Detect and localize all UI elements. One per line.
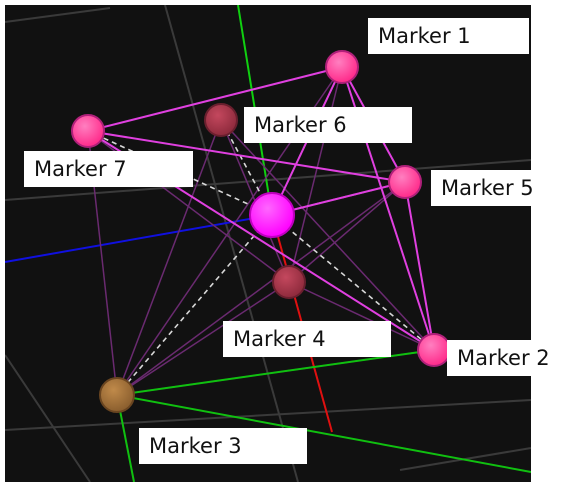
link-line [288, 66, 343, 283]
marker-4-label: Marker 4 [223, 321, 391, 357]
marker-6-sphere[interactable] [204, 103, 238, 137]
link-line [116, 181, 406, 396]
ground-link [116, 349, 435, 396]
grid-line [4, 7, 111, 23]
ground-link [116, 394, 532, 473]
dashed-link [116, 214, 273, 396]
bright-links [87, 66, 435, 351]
viewport-background [5, 5, 531, 482]
grid-line [4, 159, 532, 201]
link-line [404, 181, 435, 351]
link-line [87, 66, 343, 132]
viewport-frame-right [531, 0, 562, 496]
marker-7-sphere[interactable] [71, 114, 105, 148]
marker-1-sphere[interactable] [325, 50, 359, 84]
marker-spheres [71, 50, 451, 413]
viewport-frame-top [0, 0, 562, 5]
z-axis-line [4, 214, 273, 263]
marker-5-label: Marker 5 [431, 170, 562, 206]
grid-line [4, 354, 91, 483]
link-line [116, 119, 222, 396]
marker-4-sphere[interactable] [272, 265, 306, 299]
marker-2-label: Marker 2 [447, 340, 562, 376]
viewport-frame-left [0, 0, 5, 496]
link-line [288, 281, 435, 351]
marker-1-label: Marker 1 [368, 18, 529, 54]
marker-3-sphere[interactable] [99, 377, 135, 413]
marker-5-sphere[interactable] [388, 165, 422, 199]
marker-3-label: Marker 3 [139, 428, 307, 464]
link-line [87, 130, 406, 183]
marker-6-label: Marker 6 [244, 107, 412, 143]
center-node-sphere[interactable] [249, 192, 295, 238]
grid-line [4, 399, 532, 431]
marker-7-label: Marker 7 [24, 151, 193, 187]
marker-2-sphere[interactable] [417, 333, 451, 367]
viewport-frame-bottom [0, 482, 562, 496]
dashed-link [271, 214, 435, 351]
link-line [116, 281, 290, 396]
grid-line [164, 4, 299, 483]
